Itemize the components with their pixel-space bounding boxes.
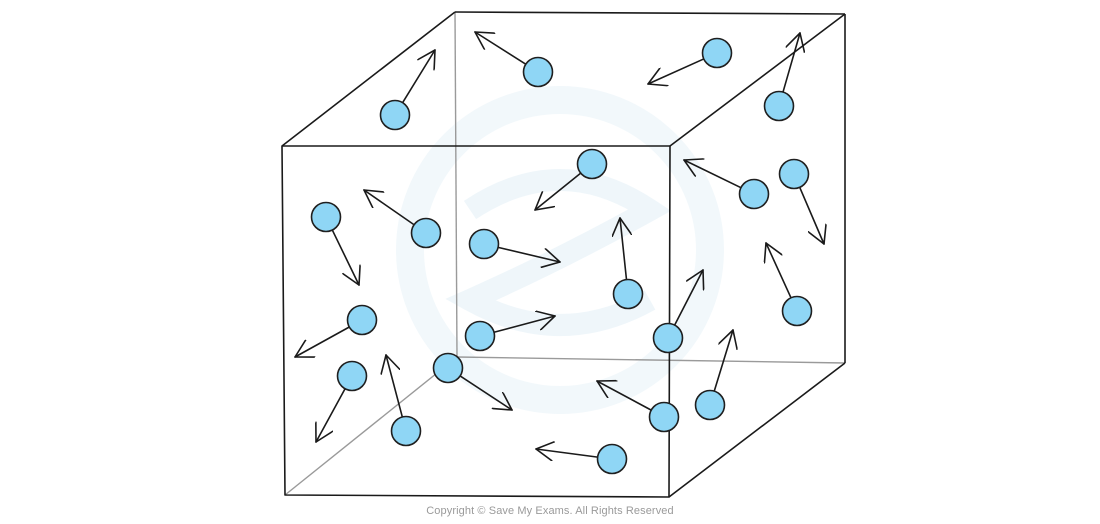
gas-particle	[336, 360, 368, 392]
cube-top-right-edge	[669, 13, 846, 147]
velocity-arrow	[683, 160, 742, 189]
velocity-arrow	[493, 316, 556, 334]
gas-particle	[701, 37, 733, 69]
velocity-arrow	[401, 49, 436, 104]
cube-visible-edges	[281, 11, 846, 498]
hidden-edge-bottom-left	[284, 356, 458, 496]
gas-particle	[522, 56, 554, 88]
gas-particle	[763, 90, 795, 122]
velocity-arrow	[459, 375, 513, 411]
gas-particle	[781, 295, 813, 327]
cube-top-left-edge	[281, 11, 456, 147]
velocity-arrow	[766, 242, 792, 299]
gas-particle	[694, 389, 726, 421]
gas-particle	[612, 278, 644, 310]
gas-particle	[596, 443, 628, 475]
cube-top-back-edge	[454, 11, 846, 15]
velocity-arrow	[294, 326, 351, 357]
gas-particle	[652, 322, 684, 354]
velocity-arrow	[673, 269, 703, 326]
velocity-arrow	[782, 32, 800, 93]
velocity-arrow	[713, 329, 733, 392]
copyright-text: Copyright © Save My Exams. All Rights Re…	[426, 505, 674, 517]
gas-particle	[468, 228, 500, 260]
velocity-arrow	[497, 246, 561, 262]
gas-particle	[379, 99, 411, 131]
gas-particle	[738, 178, 770, 210]
gas-particle	[648, 401, 680, 433]
gas-particle	[432, 352, 464, 384]
gas-particle	[310, 201, 342, 233]
gas-particle	[576, 148, 608, 180]
gas-particle	[464, 320, 496, 352]
gas-particle	[410, 217, 442, 249]
gas-particle	[390, 415, 422, 447]
velocity-arrow	[596, 381, 653, 411]
velocity-arrow	[535, 449, 599, 457]
velocity-arrow	[474, 31, 527, 66]
velocity-arrow	[647, 58, 705, 84]
gas-particle	[346, 304, 378, 336]
cube-bottom-right-edge	[668, 362, 846, 498]
velocity-arrow	[363, 189, 415, 226]
velocity-arrow	[316, 387, 346, 443]
hidden-edge-bottom-back	[456, 356, 846, 364]
velocity-arrow	[331, 229, 359, 286]
velocity-arrow	[798, 186, 824, 245]
hidden-edge-vertical	[454, 11, 458, 358]
velocity-arrow	[620, 217, 626, 281]
velocity-arrow	[386, 354, 404, 418]
gas-particle	[778, 158, 810, 190]
velocity-arrow	[534, 172, 582, 211]
cube-hidden-edges	[284, 11, 846, 496]
particles-group	[294, 31, 824, 475]
